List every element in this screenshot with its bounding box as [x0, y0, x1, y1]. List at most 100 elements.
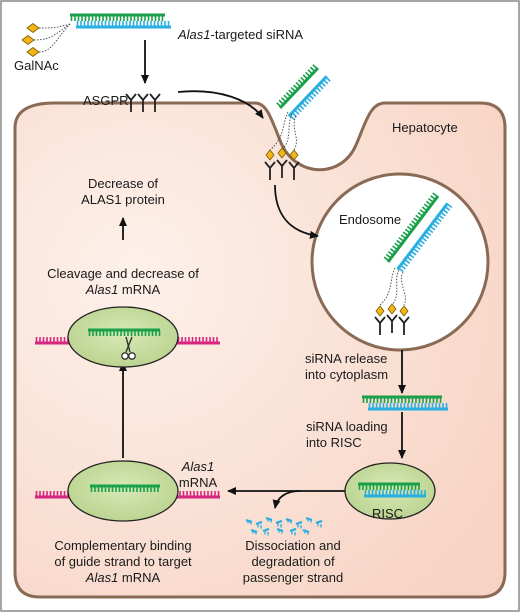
galnac-sugar	[399, 305, 409, 317]
asgpr-receptor	[276, 159, 288, 178]
passenger-fragment	[250, 528, 258, 535]
asgpr-receptor	[398, 316, 410, 335]
cleavage-gene: Alas1	[85, 282, 119, 297]
galnac-cluster	[21, 23, 71, 57]
dissoc-line3: passenger strand	[242, 570, 344, 585]
passenger-fragment	[265, 516, 273, 523]
passenger-strand	[396, 202, 453, 273]
cleavage-rest: mRNA	[118, 282, 161, 297]
release-line1: siRNA release	[305, 351, 388, 366]
binding-rest: mRNA	[118, 570, 161, 585]
release-label: siRNA release into cytoplasm	[305, 351, 388, 383]
passenger-fragment	[295, 520, 303, 529]
asgpr-receptor	[149, 93, 161, 112]
hepatocyte-label: Hepatocyte	[392, 120, 458, 135]
guide-strand	[90, 484, 160, 492]
arrow-endocytosis	[274, 184, 319, 239]
galnac-sugar	[387, 303, 397, 315]
guide-strand	[276, 64, 320, 110]
passenger-fragment	[255, 520, 263, 529]
release-line2: into cytoplasm	[305, 367, 389, 382]
asgpr-receptor	[125, 93, 137, 112]
dissoc-line2: degradation of	[251, 554, 335, 569]
galnac-sugar	[289, 149, 299, 161]
endosome-label: Endosome	[339, 212, 402, 227]
cleavage-line1: Cleavage and decrease of	[47, 266, 199, 281]
alas1-mrna-label: Alas1 mRNA	[173, 459, 223, 491]
linker	[379, 267, 396, 306]
passenger-strand	[76, 21, 171, 29]
linker	[38, 23, 71, 29]
endosome	[310, 172, 490, 352]
arrow-uptake	[177, 90, 264, 119]
loading-label: siRNA loading into RISC	[306, 419, 388, 451]
passenger-fragment	[262, 527, 270, 536]
passenger-fragment	[275, 519, 283, 528]
cytoplasm-sirna	[362, 395, 448, 411]
asgpr-receptor	[288, 161, 300, 180]
binding-line2: of guide strand to target	[54, 554, 192, 569]
binding-label: Complementary binding of guide strand to…	[28, 538, 218, 586]
risc-label: RISC	[372, 506, 404, 521]
scissors-icon	[121, 336, 136, 360]
sirna-title: Alas1-targeted siRNA	[178, 27, 303, 43]
alas1-mrna-line2: mRNA	[178, 475, 218, 490]
pit-sirna	[264, 64, 331, 180]
endosome-sirna	[374, 192, 453, 335]
passenger-fragment	[315, 519, 323, 528]
linker	[391, 269, 400, 306]
binding-guide-strand	[90, 484, 160, 492]
passenger-fragment	[285, 517, 293, 524]
loading-line2: into RISC	[306, 435, 362, 450]
guide-strand	[358, 482, 420, 490]
asgpr-receptor	[264, 161, 276, 180]
binding-line1: Complementary binding	[54, 538, 192, 553]
asgpr-receptor	[374, 316, 386, 335]
asgpr-receptor	[137, 93, 149, 112]
linker	[269, 111, 289, 151]
passenger-fragment	[302, 528, 310, 535]
galnac-sugar	[277, 147, 287, 159]
top-sirna-duplex	[70, 13, 171, 29]
passenger-fragment	[276, 527, 284, 534]
risc-sirna	[358, 482, 426, 498]
linker	[33, 23, 71, 41]
galnac-sugar	[375, 305, 385, 317]
decrease-line1: Decrease of	[87, 176, 159, 191]
arrow-dissociation	[272, 490, 301, 509]
guide-strand	[383, 192, 440, 263]
guide-strand	[88, 328, 161, 336]
degraded-passenger-fragments	[245, 516, 323, 536]
galnac-sugar	[26, 47, 40, 57]
guide-strand	[362, 395, 442, 403]
guide-strand	[70, 13, 165, 21]
passenger-strand	[287, 75, 331, 120]
binding-gene: Alas1	[85, 570, 119, 585]
linker	[400, 271, 406, 306]
loading-line1: siRNA loading	[306, 419, 388, 434]
dissoc-line1: Dissociation and	[245, 538, 341, 553]
passenger-fragment	[305, 516, 313, 523]
passenger-strand	[368, 403, 448, 411]
binding-line3: Alas1 mRNA	[28, 570, 218, 586]
cleavage-line2: Alas1 mRNA	[28, 282, 218, 298]
asgpr-label: ASGPR	[83, 93, 129, 108]
passenger-strand	[364, 490, 426, 498]
cleavage-risc	[67, 306, 179, 368]
decrease-line2: ALAS1 protein	[81, 192, 165, 207]
galnac-sugar	[26, 23, 40, 33]
asgpr-receptor	[386, 314, 398, 333]
galnac-label: GalNAc	[14, 58, 59, 73]
passenger-fragment	[245, 518, 253, 525]
linker	[281, 113, 293, 151]
asgpr-receptors	[125, 93, 161, 112]
passenger-fragment	[289, 527, 297, 536]
cleavage-label: Cleavage and decrease of Alas1 mRNA	[28, 266, 218, 298]
galnac-sugar	[265, 149, 275, 161]
alas1-mrna-gene: Alas1	[181, 459, 215, 474]
dissociation-label: Dissociation and degradation of passenge…	[228, 538, 358, 586]
sirna-title-gene: Alas1	[178, 27, 211, 42]
sirna-title-rest: -targeted siRNA	[210, 27, 304, 42]
